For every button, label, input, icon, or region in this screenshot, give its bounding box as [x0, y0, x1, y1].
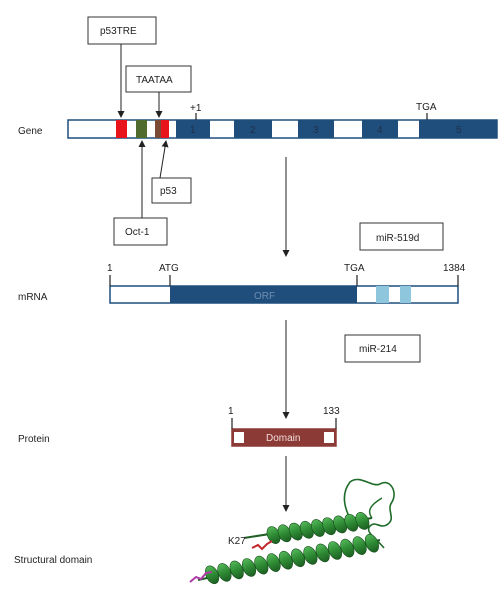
p53tre-element [116, 120, 127, 138]
mir214-label: miR-214 [359, 344, 397, 355]
lower-helix-turn [352, 536, 367, 555]
oct1-element [136, 120, 147, 138]
lower-helix-turn [205, 565, 220, 585]
p53-element [161, 120, 169, 138]
lower-helix-turn [291, 548, 306, 568]
exon-5 [419, 120, 497, 138]
exon-1-label: 1 [190, 125, 196, 136]
taataa-label: TAATAA [136, 75, 173, 86]
lower-helix-turn [254, 555, 269, 575]
protein-end-label: 133 [323, 406, 340, 417]
exon-5-label: 5 [456, 125, 462, 136]
orf-region [170, 286, 357, 303]
orf-label: ORF [254, 291, 275, 302]
exon-3-label: 3 [313, 125, 319, 136]
p53-arrow [159, 140, 169, 179]
atg-label: ATG [159, 263, 179, 274]
protein-structure-image [189, 478, 395, 585]
mrna-row-label: mRNA [18, 292, 48, 303]
taataa-element [155, 120, 161, 138]
lower-helix-turn [303, 546, 318, 565]
upper-helix [243, 512, 373, 544]
lower-helix-turn [278, 550, 293, 570]
protein-nterm-cap [234, 432, 244, 443]
k27-sidechain [251, 540, 273, 551]
gene-row-label: Gene [18, 126, 43, 137]
mir519d-site [376, 286, 389, 303]
lower-helix-turn [266, 553, 281, 572]
structural-row-label: Structural domain [14, 555, 92, 566]
lower-helix-turn [327, 541, 343, 560]
loop-coil [343, 478, 395, 549]
mir519d-box [359, 222, 444, 251]
mrna-tga-label: TGA [344, 263, 365, 274]
lower-helix-turn [364, 533, 379, 553]
upper-helix-turn [355, 512, 370, 530]
exon-2 [234, 120, 272, 138]
p53tre-box [87, 16, 157, 45]
exon-3 [298, 120, 334, 138]
exon-4 [362, 120, 398, 138]
protein-row-label: Protein [18, 434, 50, 445]
lower-helix-turn [229, 560, 244, 580]
exon-2-label: 2 [250, 125, 256, 136]
oct1-box [113, 217, 168, 246]
p53tre-label: p53TRE [100, 26, 137, 37]
oct1-label: Oct-1 [125, 227, 150, 238]
lower-helix-turn [217, 563, 232, 582]
gene-bar [67, 119, 498, 139]
lower-helix-turn [315, 543, 330, 563]
protein-cterm-cap [324, 432, 334, 443]
mir214-box [344, 334, 421, 363]
protein-start-label: 1 [228, 406, 234, 417]
exon-1 [176, 120, 210, 138]
terminal-sidechain [189, 571, 213, 583]
lower-helix-turn [241, 558, 257, 577]
mrna-end-label: 1384 [443, 263, 466, 274]
tss-label: +1 [190, 103, 202, 114]
k27-label: K27 [228, 536, 246, 547]
gene-tga-label: TGA [416, 102, 437, 113]
domain-label: Domain [266, 433, 300, 444]
lower-helix [197, 533, 381, 585]
mir519d-label: miR-519d [376, 233, 419, 244]
p53-label: p53 [160, 186, 177, 197]
protein-bar [231, 428, 337, 447]
mir214-site [400, 286, 411, 303]
lower-helix-turn [340, 538, 355, 558]
p53-box [151, 177, 192, 204]
mrna-bar [109, 285, 459, 304]
exon-4-label: 4 [377, 125, 383, 136]
mrna-start-label: 1 [107, 263, 113, 274]
